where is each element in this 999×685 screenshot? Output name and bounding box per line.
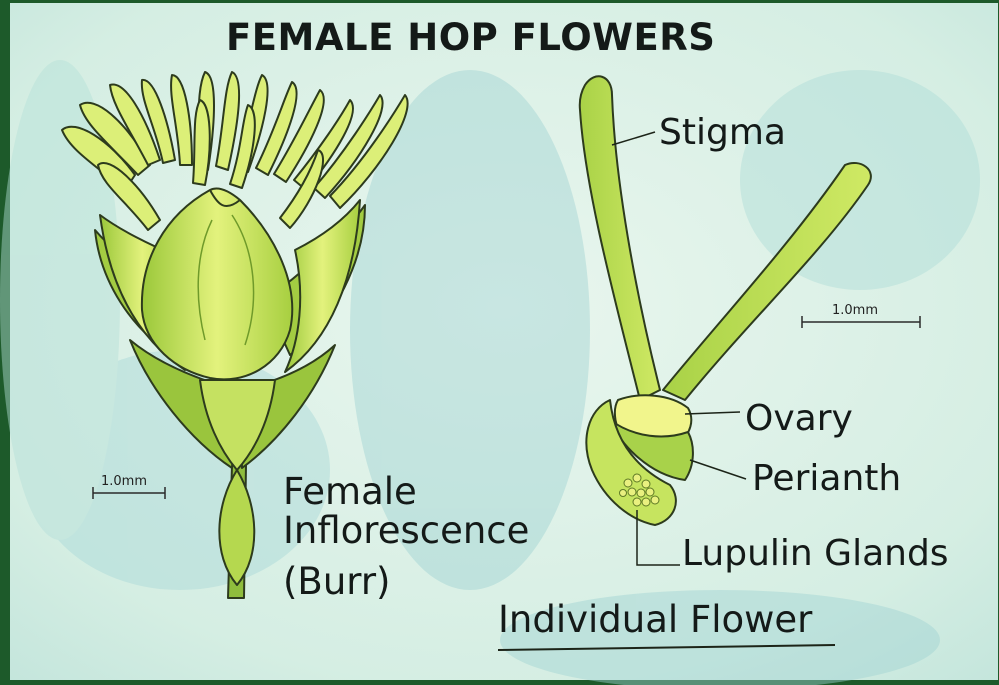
label-individual-flower: Individual Flower [498,598,812,641]
label-inflorescence-line-1: Female [283,473,417,510]
scale-label-left: 1.0mm [101,474,147,489]
scale-label-right: 1.0mm [832,303,878,318]
label-stigma: Stigma [659,112,786,153]
label-ovary: Ovary [745,398,853,439]
label-perianth: Perianth [752,458,901,499]
diagram-title: FEMALE HOP FLOWERS [226,16,715,59]
label-inflorescence-line-3: (Burr) [283,563,390,600]
label-inflorescence-line-2: Inflorescence [283,512,529,549]
label-lupulin-glands: Lupulin Glands [682,533,949,574]
